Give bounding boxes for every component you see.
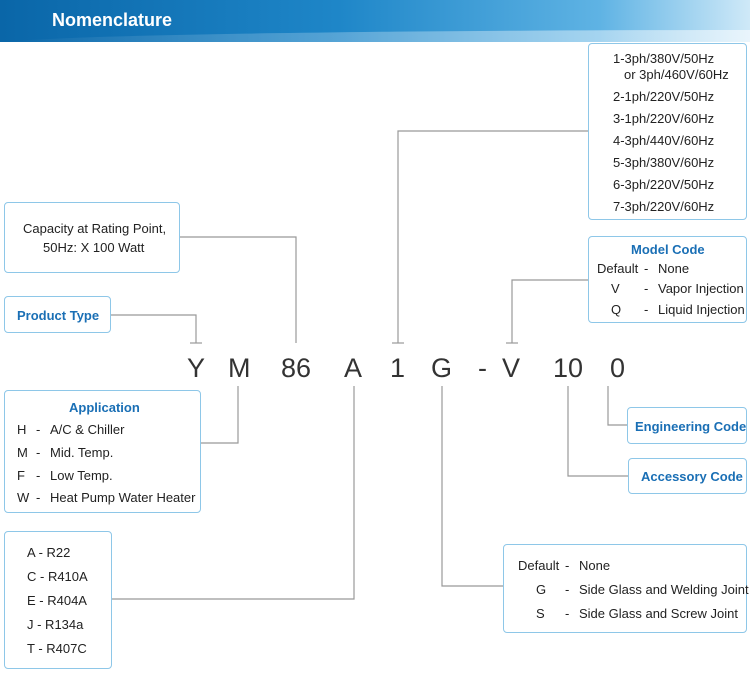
line-fitting bbox=[441, 386, 503, 587]
code-char-voltage: 1 bbox=[390, 353, 406, 383]
accessory-code-title: Accessory Code bbox=[641, 469, 743, 484]
model-code-code: Default bbox=[597, 261, 639, 276]
fitting-dash: - bbox=[565, 558, 570, 573]
fitting-desc: None bbox=[579, 558, 611, 573]
application-desc: Mid. Temp. bbox=[50, 445, 114, 460]
application-dash: - bbox=[36, 490, 41, 505]
application-title: Application bbox=[69, 400, 140, 415]
voltage-box: 1-3ph/380V/50Hz or 3ph/460V/60Hz 2-1ph/2… bbox=[588, 43, 747, 220]
application-code: W bbox=[17, 490, 30, 505]
fitting-desc: Side Glass and Screw Joint bbox=[579, 606, 738, 621]
code-char-application: M bbox=[228, 353, 251, 383]
model-code-desc: None bbox=[658, 261, 690, 276]
fitting-code: Default bbox=[518, 558, 560, 573]
application-dash: - bbox=[36, 468, 41, 483]
code-char-model: V bbox=[502, 353, 521, 383]
application-dash: - bbox=[36, 445, 41, 460]
code-char-refrigerant: A bbox=[344, 353, 363, 383]
line-application bbox=[200, 386, 239, 444]
line-voltage bbox=[397, 130, 588, 343]
refrigerant-item: T - R407C bbox=[27, 641, 87, 656]
header-banner: Nomenclature bbox=[0, 0, 750, 44]
voltage-item: 6-3ph/220V/50Hz bbox=[613, 177, 715, 192]
refrigerant-item: E - R404A bbox=[27, 593, 87, 608]
fitting-dash: - bbox=[565, 582, 570, 597]
page-title: Nomenclature bbox=[52, 10, 173, 30]
code-char-accessory: 10 bbox=[553, 353, 584, 383]
model-code-dash: - bbox=[644, 281, 649, 296]
accessory-code-box: Accessory Code bbox=[628, 458, 747, 494]
voltage-item: 2-1ph/220V/50Hz bbox=[613, 89, 715, 104]
fitting-code: G bbox=[536, 582, 547, 597]
capacity-line-2: 50Hz: X 100 Watt bbox=[43, 240, 145, 255]
application-code: H bbox=[17, 422, 27, 437]
model-code-dash: - bbox=[644, 261, 649, 276]
engineering-code-title: Engineering Code bbox=[635, 419, 747, 434]
fitting-dash: - bbox=[565, 606, 570, 621]
code-char-fitting: G bbox=[431, 353, 453, 383]
application-code: F bbox=[17, 468, 25, 483]
model-code-box: Model Code Default - None V - Vapor Inje… bbox=[588, 236, 747, 323]
code-char-dash: - bbox=[478, 353, 487, 383]
product-type-title: Product Type bbox=[17, 308, 100, 323]
application-box: Application H - A/C & Chiller M - Mid. T… bbox=[4, 390, 201, 513]
model-code-title: Model Code bbox=[631, 242, 705, 257]
line-accessory bbox=[567, 386, 628, 477]
engineering-code-box: Engineering Code bbox=[627, 407, 747, 444]
capacity-line-1: Capacity at Rating Point, bbox=[23, 221, 167, 236]
refrigerant-item: A - R22 bbox=[27, 545, 71, 560]
line-product-type bbox=[110, 314, 197, 343]
application-desc: Heat Pump Water Heater bbox=[50, 490, 196, 505]
voltage-item: 7-3ph/220V/60Hz bbox=[613, 199, 715, 214]
refrigerant-item: J - R134a bbox=[27, 617, 84, 632]
voltage-item: 4-3ph/440V/60Hz bbox=[613, 133, 715, 148]
voltage-item: or 3ph/460V/60Hz bbox=[624, 67, 729, 82]
application-desc: A/C & Chiller bbox=[50, 422, 125, 437]
application-desc: Low Temp. bbox=[50, 468, 113, 483]
model-code-code: V bbox=[611, 281, 620, 296]
refrigerant-item: C - R410A bbox=[27, 569, 88, 584]
refrigerant-box: A - R22 C - R410A E - R404A J - R134a T … bbox=[4, 531, 112, 669]
line-refrigerant bbox=[111, 386, 355, 600]
application-code: M bbox=[17, 445, 28, 460]
capacity-box: Capacity at Rating Point, 50Hz: X 100 Wa… bbox=[4, 202, 180, 273]
fitting-code: S bbox=[536, 606, 545, 621]
model-code-desc: Liquid Injection bbox=[658, 302, 745, 317]
code-char-product: Y bbox=[187, 353, 206, 383]
fitting-box: Default - None G - Side Glass and Weldin… bbox=[503, 544, 749, 633]
model-code-desc: Vapor Injection bbox=[658, 281, 744, 296]
application-dash: - bbox=[36, 422, 41, 437]
line-engineering bbox=[607, 386, 627, 426]
fitting-desc: Side Glass and Welding Joint bbox=[579, 582, 749, 597]
product-type-box: Product Type bbox=[4, 296, 111, 333]
model-code-dash: - bbox=[644, 302, 649, 317]
model-code-code: Q bbox=[611, 302, 622, 317]
line-capacity bbox=[179, 236, 297, 343]
code-char-engineering: 0 bbox=[610, 353, 626, 383]
voltage-item: 1-3ph/380V/50Hz bbox=[613, 51, 715, 66]
code-char-capacity: 86 bbox=[281, 353, 312, 383]
voltage-item: 5-3ph/380V/60Hz bbox=[613, 155, 715, 170]
voltage-item: 3-1ph/220V/60Hz bbox=[613, 111, 715, 126]
line-model-code bbox=[511, 279, 588, 343]
